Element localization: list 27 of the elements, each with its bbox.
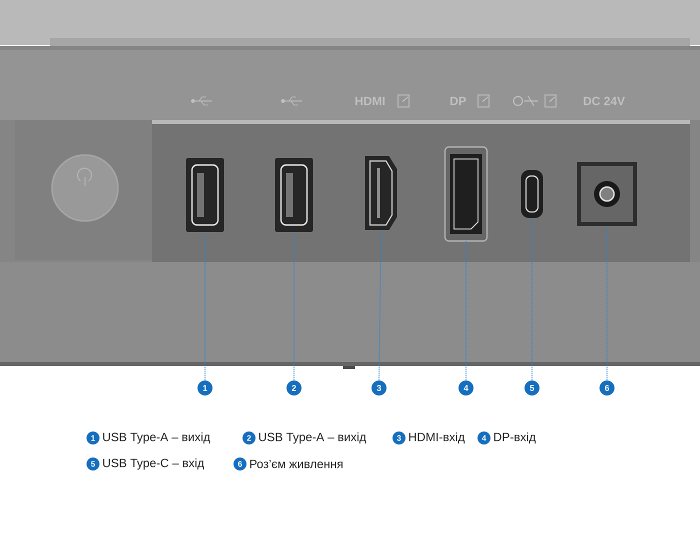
- usb-port: [186, 158, 224, 232]
- power-socket: [577, 162, 637, 226]
- callout-number: 1: [198, 380, 212, 396]
- callout-number: 5: [86, 458, 100, 470]
- usb-c-port: [521, 170, 543, 218]
- callout-number: 6: [234, 458, 246, 470]
- legend-text: USB Type-A – вихід: [259, 432, 366, 444]
- legend-text: USB Type-C – вхід: [103, 458, 204, 470]
- legend-text: USB Type-A – вихід: [103, 432, 210, 444]
- callout-number: 4: [458, 380, 474, 396]
- leader-line: [606, 226, 608, 381]
- callout-number: 2: [286, 380, 302, 396]
- usb-port: [275, 158, 313, 232]
- legend-text: HDMI-вхід: [409, 432, 465, 444]
- legend-text: DP-вхід: [494, 432, 536, 444]
- leader-line: [204, 232, 206, 381]
- legend-text: Роз’єм живлення: [250, 460, 342, 468]
- hdmi-port: [365, 156, 397, 230]
- callout-number: 5: [524, 380, 540, 396]
- callout-number: 6: [600, 380, 614, 396]
- callout-number: 1: [86, 432, 100, 444]
- callout-number: 3: [392, 432, 406, 444]
- callout-number: 2: [242, 432, 256, 444]
- callout-number: 3: [372, 380, 386, 396]
- leader-line: [378, 230, 382, 381]
- callout-number: 4: [478, 432, 490, 444]
- displayport-port: [444, 146, 488, 242]
